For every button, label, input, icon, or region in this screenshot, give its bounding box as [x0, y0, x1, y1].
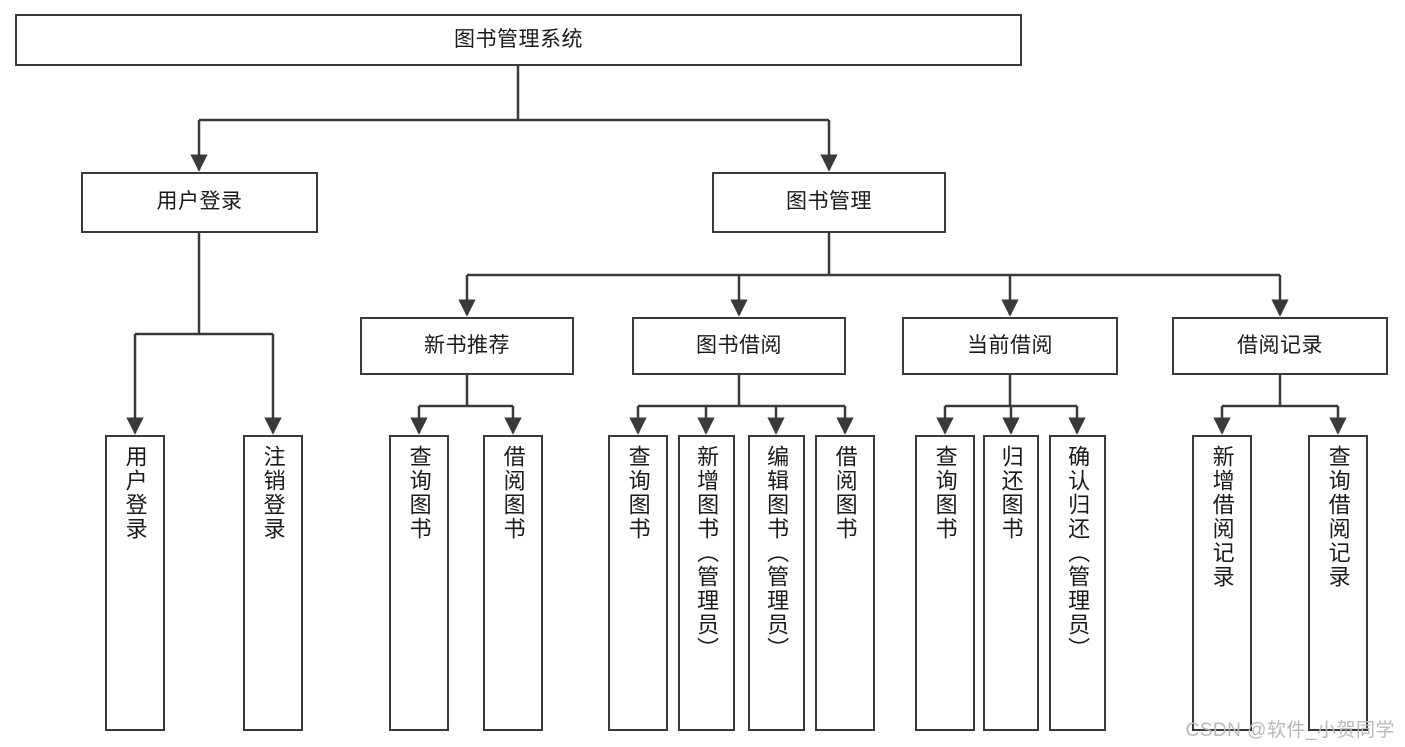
node-leaf-borrow-book-newbook[interactable]: 借阅图书: [483, 435, 543, 731]
node-label: 新增图书（管理员）: [694, 445, 720, 661]
node-borrowing-records[interactable]: 借阅记录: [1172, 317, 1388, 375]
node-label: 查询图书: [406, 445, 432, 541]
node-label: 借阅图书: [832, 445, 858, 541]
node-leaf-return-book[interactable]: 归还图书: [983, 435, 1039, 731]
node-leaf-logout[interactable]: 注销登录: [243, 435, 303, 731]
node-label: 查询借阅记录: [1325, 445, 1351, 589]
node-label: 新增借阅记录: [1209, 445, 1235, 589]
node-leaf-query-borrow-record[interactable]: 查询借阅记录: [1308, 435, 1368, 731]
node-current-borrowing[interactable]: 当前借阅: [902, 317, 1118, 375]
node-label: 图书管理系统: [454, 27, 583, 51]
node-leaf-add-borrow-record[interactable]: 新增借阅记录: [1192, 435, 1252, 731]
node-label: 图书借阅: [696, 333, 782, 357]
node-label: 确认归还（管理员）: [1065, 445, 1091, 661]
node-leaf-user-login[interactable]: 用户登录: [105, 435, 165, 731]
node-label: 查询图书: [932, 445, 958, 541]
node-label: 借阅记录: [1237, 333, 1323, 357]
node-leaf-add-book-admin[interactable]: 新增图书（管理员）: [678, 435, 735, 731]
node-label: 归还图书: [998, 445, 1024, 541]
node-label: 借阅图书: [500, 445, 526, 541]
node-leaf-query-book-newbook[interactable]: 查询图书: [389, 435, 449, 731]
node-label: 查询图书: [625, 445, 651, 541]
node-leaf-lend-book[interactable]: 借阅图书: [815, 435, 875, 731]
node-label: 用户登录: [156, 190, 243, 214]
node-label: 当前借阅: [967, 333, 1053, 357]
node-leaf-edit-book-admin[interactable]: 编辑图书（管理员）: [748, 435, 805, 731]
node-leaf-confirm-return-admin[interactable]: 确认归还（管理员）: [1049, 435, 1106, 731]
node-book-borrowing[interactable]: 图书借阅: [632, 317, 846, 375]
node-label: 图书管理: [786, 190, 872, 214]
node-leaf-query-book-current[interactable]: 查询图书: [915, 435, 975, 731]
node-new-book-recommendation[interactable]: 新书推荐: [360, 317, 574, 375]
node-label: 新书推荐: [424, 333, 510, 357]
node-root-book-management-system[interactable]: 图书管理系统: [15, 14, 1022, 66]
node-label: 用户登录: [122, 445, 148, 541]
node-label: 编辑图书（管理员）: [764, 445, 790, 661]
node-user-login[interactable]: 用户登录: [81, 172, 318, 233]
node-book-management[interactable]: 图书管理: [712, 172, 946, 233]
node-leaf-query-book-borrow[interactable]: 查询图书: [608, 435, 668, 731]
node-label: 注销登录: [260, 445, 286, 541]
